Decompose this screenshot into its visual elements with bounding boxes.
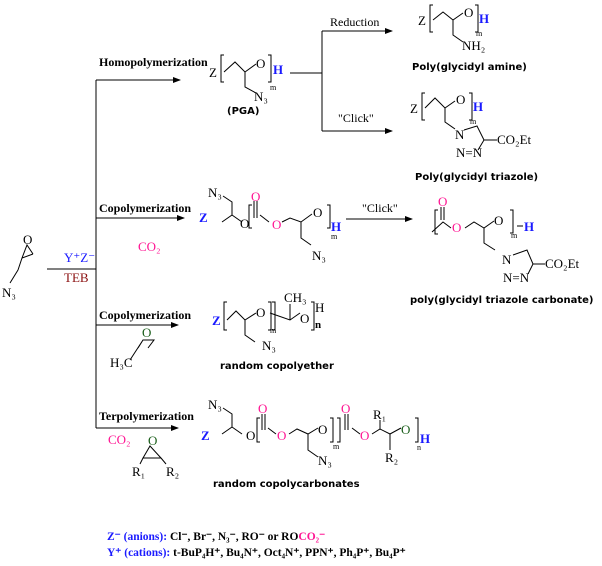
svg-text:H: H [420,431,430,446]
svg-text:N₃: N₃ [262,338,276,353]
poly-glycidyl-triazole-structure: Z O H m N N=N CO₂Et Poly(glycidyl triazo… [410,92,538,183]
svg-text:m: m [470,117,477,126]
substituted-epoxide: O R₁ R₂ [132,433,179,479]
svg-text:O: O [246,428,255,443]
copolycarbonates-name: random copolycarbonates [213,479,360,490]
poly-glycidyl-triazole-carbonate-structure: O O O m H N N=N CO₂Et poly(glycidyl tria… [410,194,594,306]
svg-text:H: H [315,300,324,315]
r1: R₁ [132,464,145,479]
poly-glycidyl-amine-structure: Z O H m NH₂ Poly(glycidyl amine) [412,4,527,73]
svg-text:N₃: N₃ [254,89,268,104]
svg-text:O: O [464,5,473,20]
terpoly-label: Terpolymerization [99,409,194,423]
click-label-1: "Click" [338,111,374,125]
svg-text:H: H [479,11,489,26]
copoly-po-label: Copolymerization [99,308,191,322]
svg-text:O: O [272,217,281,232]
svg-text:O: O [360,428,369,443]
svg-text:N₃: N₃ [208,397,222,412]
activator-label: TEB [64,270,89,285]
svg-text:CO₂Et: CO₂Et [545,256,580,271]
homo-label: Homopolymerization [99,55,208,69]
amine-name: Poly(glycidyl amine) [412,62,527,73]
random-copolycarbonates-structure: N₃ Z O O O O m O O R₁ O H n R₂ N₃ random… [201,397,430,490]
reduction-label: Reduction [330,15,379,29]
svg-text:O: O [341,401,350,416]
triazole-name: Poly(glycidyl triazole) [415,172,538,183]
pga-structure: Z O H m N₃ (PGA) [209,54,283,117]
svg-text:H: H [273,62,283,77]
svg-text:O: O [240,216,249,231]
svg-text:O: O [452,220,461,235]
svg-text:N=N: N=N [456,145,483,160]
svg-text:R₂: R₂ [385,450,398,465]
copolyether-name: random copolyether [220,361,334,372]
svg-text:m: m [333,442,340,451]
svg-text:O: O [251,189,260,204]
atom-n3: N₃ [2,285,16,300]
atom-o: O [148,433,157,448]
svg-text:m: m [511,231,518,240]
pga-name: (PGA) [227,106,259,117]
svg-text:R₁: R₁ [373,407,386,422]
svg-text:N₃: N₃ [312,248,326,263]
svg-text:Z: Z [418,13,426,28]
random-copolyether-structure: Z O m O H n CH₃ N₃ random copolyether [212,290,334,372]
svg-text:O: O [494,213,503,228]
triazole-carbonate-name: poly(glycidyl triazole carbonate) [410,295,594,306]
svg-text:Z: Z [410,101,418,116]
svg-text:N: N [455,127,465,142]
svg-text:H: H [331,219,341,234]
copoly-co2-label: Copolymerization [99,201,191,215]
svg-text:Z: Z [212,313,221,328]
glycidyl-azide-monomer: O N₃ [2,232,34,300]
svg-text:n: n [315,319,321,331]
svg-text:m: m [331,232,338,241]
svg-text:O: O [256,56,265,71]
svg-text:N₃: N₃ [208,185,222,200]
co2-label: CO₂ [108,432,131,447]
svg-text:CO₂Et: CO₂Et [497,132,532,147]
split-line [290,31,323,131]
svg-text:Z: Z [201,428,210,443]
poly-glycidyl-azide-carbonate-structure: N₃ Z O O O O H m N₃ [199,185,341,263]
anions-legend: Z⁻ (anions): Cl⁻, Br⁻, N₃⁻, RO⁻ or ROCO₂… [107,531,325,543]
svg-text:O: O [300,311,309,326]
catalyst-label: Y⁺Z⁻ [64,250,95,265]
methyl: H₃C [110,355,133,370]
svg-text:O: O [313,205,322,220]
atom-o: O [23,232,32,247]
svg-text:m: m [270,83,277,92]
svg-text:Z: Z [199,210,208,225]
svg-text:n: n [417,443,421,452]
svg-text:H: H [524,219,534,234]
svg-text:Z: Z [209,65,217,80]
svg-text:O: O [438,194,447,209]
svg-text:O: O [277,428,286,443]
svg-text:N=N: N=N [503,270,530,285]
svg-text:O: O [256,305,265,320]
svg-text:O: O [258,401,267,416]
svg-text:NH₂: NH₂ [462,38,485,53]
svg-text:CH₃: CH₃ [284,290,307,305]
svg-text:N₃: N₃ [318,453,332,468]
atom-o: O [142,325,151,340]
propylene-oxide: O H₃C [110,325,155,370]
svg-text:m: m [270,326,277,335]
cations-legend: Y⁺ (cations): t-BuP₄H⁺, Bu₄N⁺, Oct₄N⁺, P… [107,547,406,559]
svg-text:N: N [502,252,512,267]
svg-text:H: H [473,99,483,114]
svg-text:O: O [401,422,410,437]
svg-text:O: O [456,92,465,107]
svg-text:m: m [476,29,483,38]
svg-text:O: O [318,422,327,437]
click-label-2: "Click" [362,201,398,215]
co2-label: CO₂ [138,239,161,254]
r2: R₂ [166,464,179,479]
